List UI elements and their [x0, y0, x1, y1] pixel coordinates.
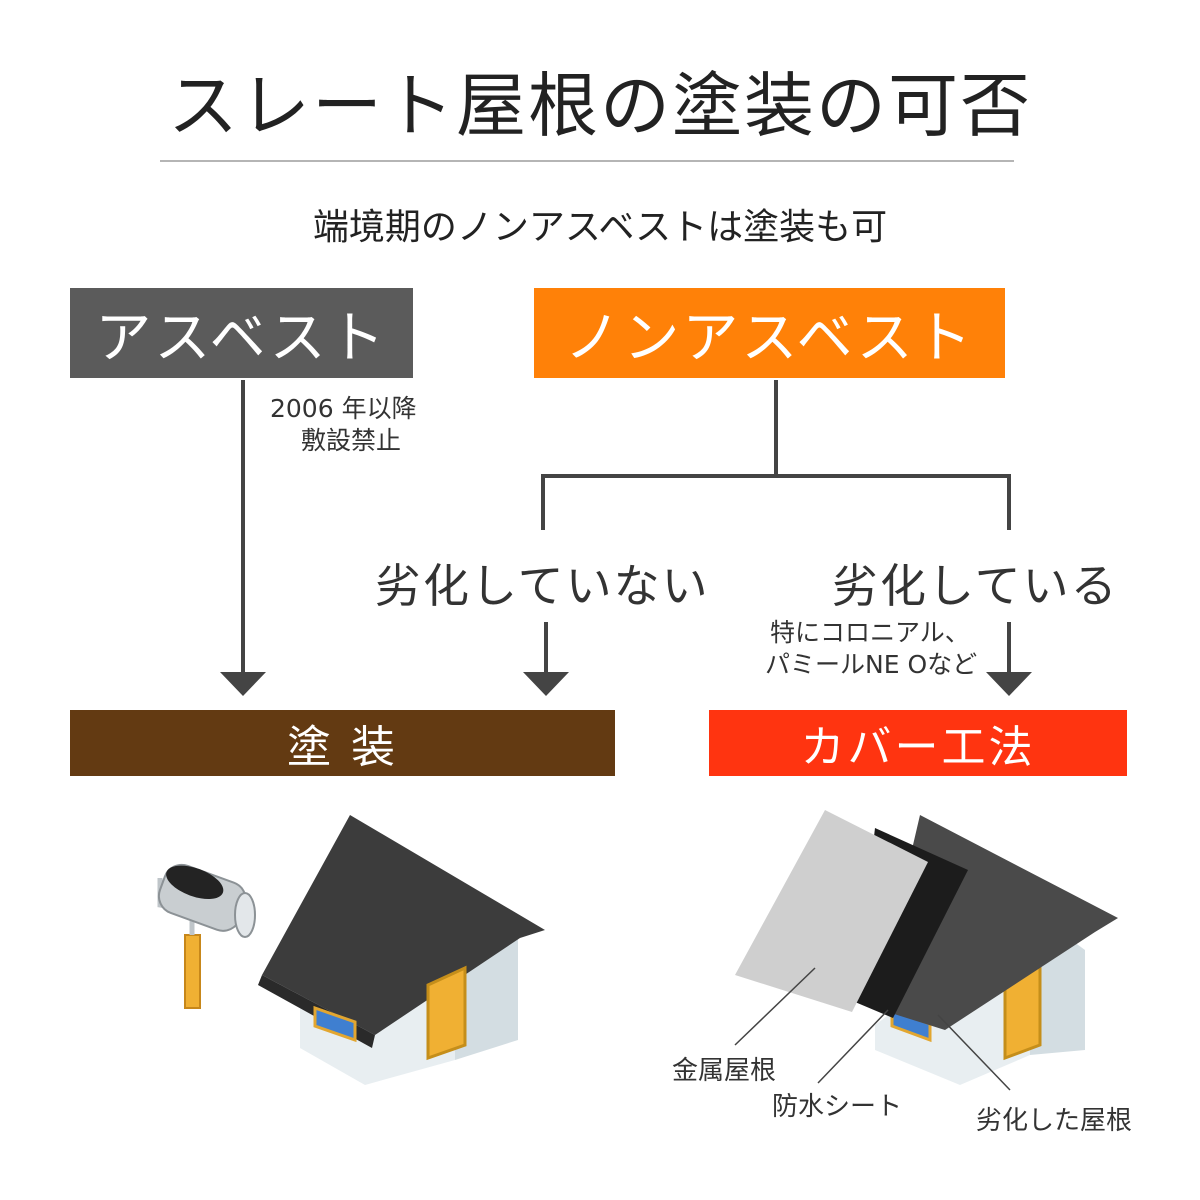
page-subtitle: 端境期のノンアスベストは塗装も可 [312, 207, 888, 248]
painting-box: 塗 装 [70, 710, 615, 776]
cover-method-box: カバー工法 [709, 710, 1127, 776]
leader-waterproof-sheet [817, 1009, 889, 1084]
cover-method-label: カバー工法 [800, 722, 1036, 773]
arrow-head-not-degraded [523, 672, 569, 696]
branch-degraded: 劣化している [832, 559, 1119, 613]
painting-label: 塗 装 [287, 722, 398, 773]
painted-house-illustration [157, 815, 545, 1085]
page-title: スレート屋根の塗装の可否 [168, 65, 1032, 147]
asbestos-box: アスベスト [70, 288, 413, 378]
asbestos-note: 2006 年以降 敷設禁止 [270, 393, 440, 457]
asbestos-label: アスベスト [95, 305, 388, 371]
label-metal-roof: 金属屋根 [672, 1056, 777, 1086]
arrow-head-asbestos [220, 672, 266, 696]
branch-not-degraded: 劣化していない [375, 559, 710, 613]
degraded-note-line2: パミールNE Oなど [765, 650, 978, 679]
asbestos-note-line1: 2006 年以降 [270, 394, 417, 423]
asbestos-note-line2: 敷設禁止 [301, 426, 402, 455]
title-divider [160, 160, 1014, 162]
degraded-note-line1: 特にコロニアル、 [770, 618, 970, 647]
degraded-note: 特にコロニアル、 パミールNE Oなど [765, 617, 995, 681]
leader-degraded-roof [937, 1014, 1011, 1091]
label-waterproof-sheet: 防水シート [772, 1092, 903, 1122]
label-degraded-roof: 劣化した屋根 [976, 1106, 1133, 1136]
non-asbestos-label: ノンアスベスト [564, 305, 975, 371]
leader-metal-roof [734, 967, 816, 1046]
cover-method-house-illustration [735, 810, 1118, 1085]
arrow-head-degraded [986, 672, 1032, 696]
non-asbestos-split [541, 474, 1011, 530]
non-asbestos-box: ノンアスベスト [534, 288, 1005, 378]
